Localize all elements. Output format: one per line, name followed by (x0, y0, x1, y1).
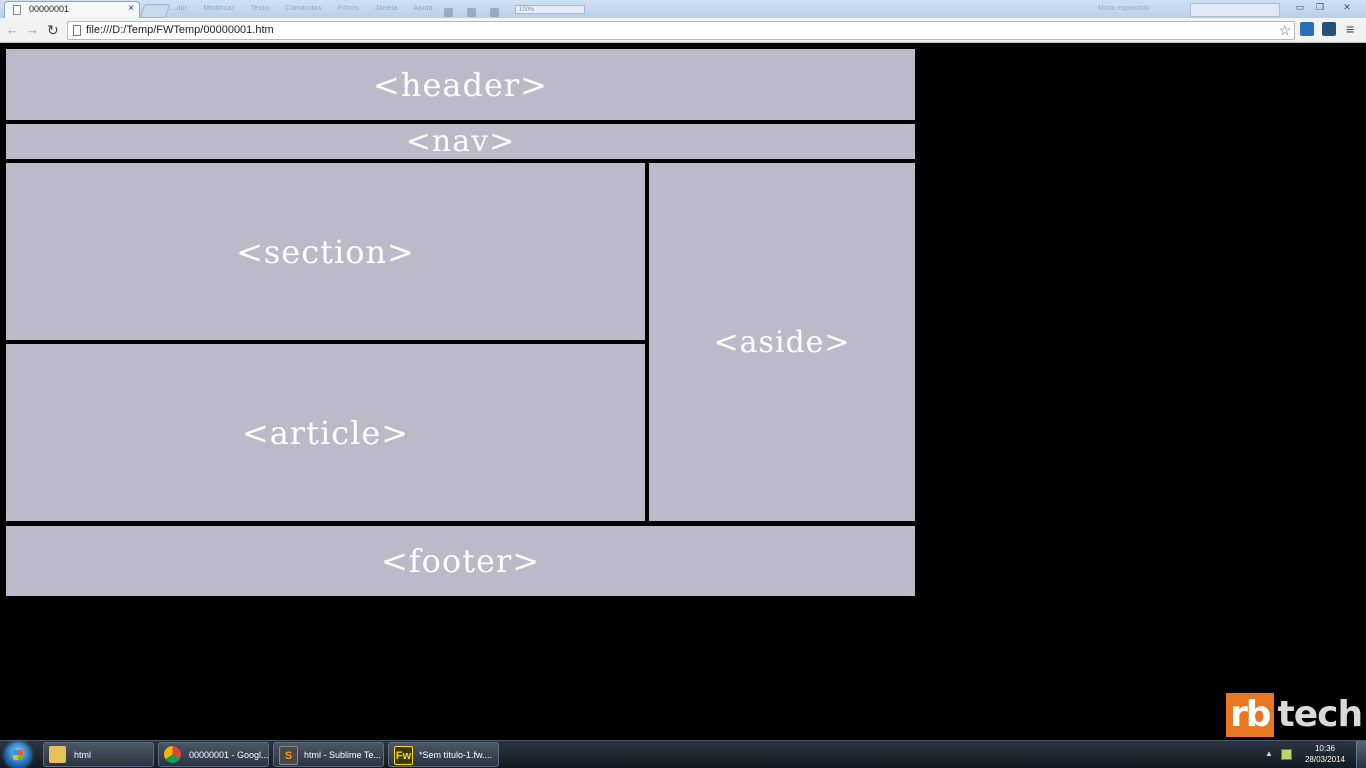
background-app-menu: ...ibir Modificar Texto Comandos Filtros… (170, 5, 447, 12)
gear-icon (467, 8, 476, 17)
aside-block: <aside> (649, 163, 915, 521)
chrome-icon (164, 746, 181, 763)
logo-tech: tech (1277, 694, 1364, 735)
article-block: <article> (6, 344, 645, 521)
clock-time: 10:36 (1314, 744, 1336, 753)
windows-logo-icon (13, 750, 23, 760)
taskbar-item-chrome[interactable]: 00000001 - Googl... (158, 742, 269, 767)
sublime-icon: S (279, 746, 298, 765)
taskbar-item-explorer[interactable]: html (43, 742, 154, 767)
fireworks-icon: Fw (394, 746, 413, 765)
background-menu-item: Ajuda (413, 5, 433, 12)
bookmark-star-icon[interactable]: ☆ (1278, 22, 1291, 38)
show-desktop-button[interactable] (1356, 741, 1366, 768)
logo-rb: rb (1226, 693, 1274, 737)
extension-icon[interactable] (1300, 22, 1314, 36)
background-menu-item: ...ibir (170, 5, 188, 12)
background-search-box (1190, 3, 1280, 17)
taskbar-item-label: 00000001 - Googl... (189, 750, 269, 760)
header-block: <header> (6, 49, 915, 120)
section-block: <section> (6, 163, 645, 340)
background-zoom-field: 100% (515, 5, 585, 14)
reload-icon[interactable]: ↻ (47, 22, 59, 38)
url-text[interactable]: file:///D:/Temp/FWTemp/00000001.htm (86, 24, 274, 36)
taskbar-item-fireworks[interactable]: Fw *Sem título-1.fw.... (388, 742, 499, 767)
browser-tab[interactable]: 00000001 × (4, 1, 140, 18)
back-arrow-icon[interactable]: ← (6, 22, 19, 37)
background-toolbar-icons (444, 4, 513, 22)
windows-taskbar: html 00000001 - Googl... S html - Sublim… (0, 740, 1366, 768)
page-viewport: <header> <nav> <section> <article> <asid… (0, 44, 1366, 740)
start-button[interactable] (5, 742, 31, 768)
forward-arrow-icon[interactable]: → (26, 22, 39, 37)
background-menu-item: Texto (250, 5, 269, 12)
tab-close-icon[interactable]: × (128, 3, 134, 14)
close-window-button[interactable]: ✕ (1343, 2, 1351, 12)
background-menu-item: Modificar (203, 5, 235, 12)
new-tab-button[interactable] (139, 4, 171, 18)
extension-icon[interactable] (1322, 22, 1336, 36)
footer-block: <footer> (6, 526, 915, 596)
folder-icon (49, 746, 66, 763)
background-menu-item: Comandos (285, 5, 322, 12)
background-mode-label: Modo expandido (1098, 5, 1150, 12)
page-icon (13, 5, 21, 15)
restore-button[interactable]: ❐ (1315, 2, 1325, 12)
minimize-button[interactable]: ▭ (1295, 2, 1305, 12)
zoom-icon (490, 8, 499, 17)
tray-app-icon[interactable] (1281, 749, 1292, 760)
tray-expand-icon[interactable]: ▲ (1265, 749, 1273, 758)
taskbar-item-sublime[interactable]: S html - Sublime Te... (273, 742, 384, 767)
taskbar-item-label: html - Sublime Te... (304, 750, 381, 760)
tab-title: 00000001 (29, 4, 70, 14)
browser-tab-strip: 00000001 × ...ibir Modificar Texto Coman… (0, 0, 1366, 18)
system-clock[interactable]: 10:36 28/03/2014 (1297, 743, 1353, 765)
chrome-menu-icon[interactable]: ≡ (1346, 21, 1355, 37)
clock-date: 28/03/2014 (1304, 755, 1346, 764)
rbtech-logo: rb tech (1226, 693, 1364, 737)
nav-block: <nav> (6, 124, 915, 159)
address-bar[interactable]: file:///D:/Temp/FWTemp/00000001.htm ☆ (67, 21, 1295, 40)
square-icon (444, 8, 453, 17)
taskbar-item-label: html (74, 750, 92, 760)
browser-toolbar: ← → ↻ file:///D:/Temp/FWTemp/00000001.ht… (0, 18, 1366, 43)
taskbar-item-label: *Sem título-1.fw.... (419, 750, 493, 760)
background-menu-item: Janela (375, 5, 398, 12)
page-icon (73, 25, 81, 36)
background-menu-item: Filtros (337, 5, 359, 12)
